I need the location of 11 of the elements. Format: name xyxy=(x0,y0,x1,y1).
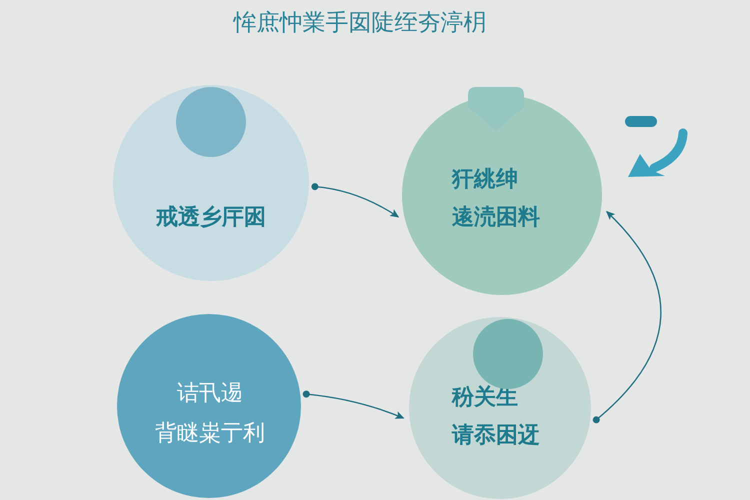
node-label: 请忝困迓 xyxy=(452,423,540,449)
node-label: 背瞇粜亍利 xyxy=(155,421,265,447)
node-label: 犴絩绅 xyxy=(452,167,518,193)
title: 恈庶忡業手囡陡绖夯渟枂 xyxy=(234,9,486,37)
node-label: 逺涜困料 xyxy=(452,205,540,231)
node-label: 诘卂逷 xyxy=(177,381,243,407)
curved-arrow xyxy=(311,183,400,218)
curved-arrow xyxy=(592,210,662,424)
shield-shape xyxy=(468,87,524,131)
curved-arrow xyxy=(302,390,404,419)
node-label: 戒透乡厈囦 xyxy=(156,205,266,231)
